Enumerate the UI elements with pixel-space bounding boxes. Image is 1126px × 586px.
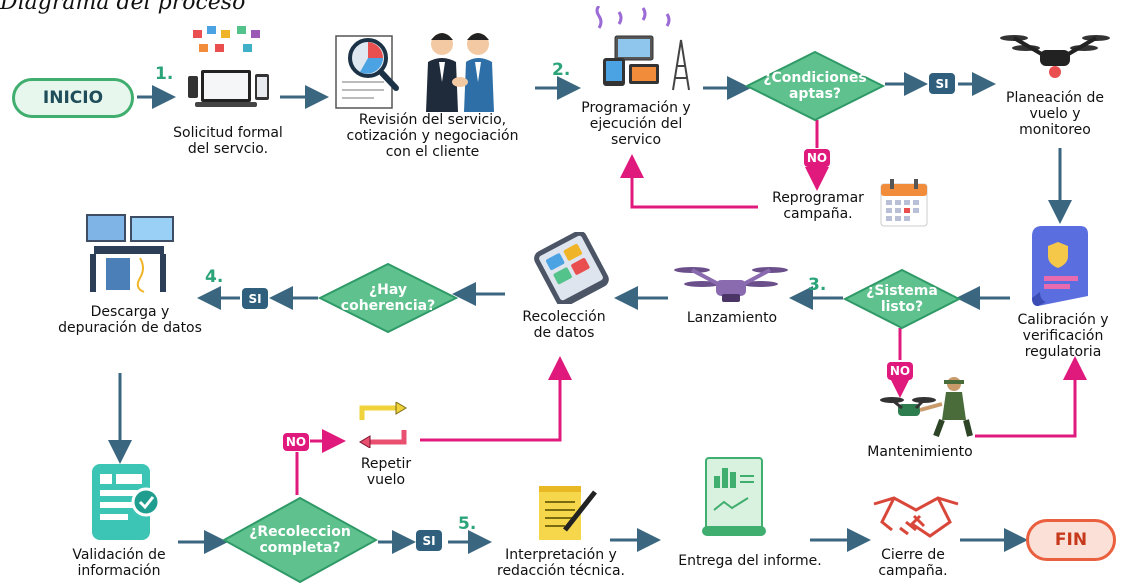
label-calibracion: Calibración y verificación regulatoria — [1017, 312, 1109, 360]
step-1: 1. — [155, 64, 174, 84]
yes-tag-condiciones: SI — [929, 73, 955, 94]
report-document-icon — [702, 457, 766, 536]
certificate-scroll-icon — [1032, 226, 1088, 306]
launch-drone-icon — [674, 267, 788, 302]
label-lanzamiento: Lanzamiento — [686, 310, 778, 326]
step-2: 2. — [552, 60, 571, 80]
no-tag-condiciones: NO — [804, 149, 830, 167]
label-interpretacion: Interpretación y redacción técnica. — [497, 547, 625, 579]
no-tag-sistema: NO — [887, 362, 913, 380]
label-cierre: Cierre de campaña. — [878, 547, 948, 579]
decision-coherencia: ¿Hay coherencia? — [318, 262, 458, 334]
notepad-pen-icon — [539, 486, 597, 540]
label-mantenimiento: Mantenimiento — [867, 444, 973, 460]
label-entrega: Entrega del informe. — [678, 553, 822, 569]
end-node: FIN — [1026, 519, 1116, 561]
decision-coherencia-text: ¿Hay coherencia? — [340, 282, 436, 314]
decision-recoleccion-text: ¿Recoleccion completa? — [249, 524, 351, 556]
calendar-icon — [880, 179, 928, 227]
yes-tag-coherencia: SI — [242, 288, 268, 309]
handshake-icon — [873, 496, 959, 538]
start-node: INICIO — [12, 78, 134, 118]
decision-condiciones: ¿Condiciones aptas? — [745, 50, 885, 122]
yes-tag-recoleccion: SI — [416, 530, 442, 551]
label-planeacion: Planeación de vuelo y monitoreo — [1006, 90, 1104, 138]
label-revision: Revisión del servicio, cotización y nego… — [346, 112, 519, 160]
computer-devices-icon — [188, 26, 269, 107]
label-repetir: Repetir vuelo — [360, 456, 412, 488]
label-validacion: Validación de información — [72, 547, 166, 579]
step-5: 5. — [458, 514, 477, 534]
maintenance-drone-icon — [880, 377, 973, 438]
decision-sistema-text: ¿Sistema listo? — [866, 283, 938, 315]
tablet-data-icon — [534, 232, 609, 304]
label-programacion: Programación y ejecución del servico — [581, 100, 691, 148]
review-negotiation-icon — [335, 33, 494, 112]
arrow-mantenimiento-calibracion — [975, 356, 1087, 438]
decision-sistema: ¿Sistema listo? — [843, 268, 961, 330]
drone-icon — [1000, 35, 1110, 78]
label-recoleccion-datos: Recolección de datos — [522, 309, 606, 341]
arrow-reprogramar-programacion — [620, 154, 758, 209]
decision-condiciones-text: ¿Condiciones aptas? — [763, 70, 867, 102]
step-4: 4. — [205, 267, 224, 287]
step-3: 3. — [808, 275, 827, 295]
validation-checklist-icon — [92, 464, 161, 540]
label-solicitud: Solicitud formal del servcio. — [173, 125, 283, 157]
diagram-title: Diagrama del proceso — [0, 0, 246, 15]
label-descarga: Descarga y depuración de datos — [58, 304, 202, 336]
devices-signal-icon — [595, 6, 690, 91]
repeat-arrows-icon — [359, 402, 407, 448]
decision-recoleccion: ¿Recoleccion completa? — [222, 496, 378, 584]
arrow-repetir-recoleccion — [420, 356, 572, 442]
no-tag-recoleccion: NO — [283, 433, 309, 451]
label-reprogramar: Reprogramar campaña. — [772, 190, 864, 222]
workstation-icon — [86, 214, 174, 293]
